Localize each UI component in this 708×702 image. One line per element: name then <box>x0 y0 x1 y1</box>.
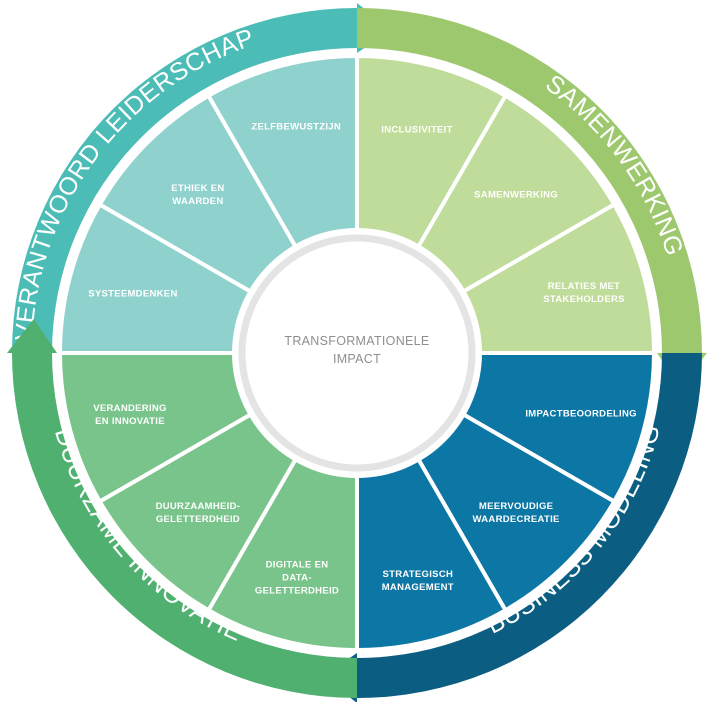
segment-label-samenwerking-line-1: SAMENWERKING <box>474 189 558 200</box>
ring-band-duurzame-innovatie <box>7 319 357 698</box>
center-circle: TRANSFORMATIONELE IMPACT <box>232 228 482 478</box>
inner-segments: SYSTEEMDENKEN ETHIEK EN WAARDEN ZELFBEWUSTZ… <box>58 54 656 652</box>
segment-label-digitale-en-data-geletterdheid-line-1: DIGITALE EN <box>266 560 329 571</box>
center-circle-inner <box>238 234 476 472</box>
segment-label-inclusiviteit-line-1: INCLUSIVITEIT <box>381 124 452 135</box>
segment-label-digitale-en-data-geletterdheid-line-2: DATA- <box>282 573 312 584</box>
segment-label-systeemdenken-line-1: SYSTEEMDENKEN <box>88 289 177 300</box>
segment-label-relaties-met-stakeholders-line-1: RELATIES MET <box>548 281 621 292</box>
ring-band-samenwerking <box>357 8 707 387</box>
segment-label-strategisch-management-line-1: STRATEGISCH <box>382 569 453 580</box>
segment-label-meervoudige-waardecreatie-line-2: WAARDECREATIE <box>473 514 560 525</box>
segment-label-duurzaamheid-geletterdheid-line-2: GELETTERDHEID <box>156 514 240 525</box>
segment-label-duurzaamheid-geletterdheid-line-1: DUURZAAMHEID- <box>156 501 241 512</box>
segment-label-ethiek-en-waarden-line-1: ETHIEK EN <box>171 183 224 194</box>
segment-label-digitale-en-data-geletterdheid-line-3: GELETTERDHEID <box>255 586 339 597</box>
segment-label-relaties-met-stakeholders-line-2: STAKEHOLDERS <box>543 294 625 305</box>
ring-band-business-modeling <box>323 353 702 702</box>
segment-label-verandering-en-innovatie-line-2: EN INNOVATIE <box>95 416 165 427</box>
segment-label-strategisch-management-line-2: MANAGEMENT <box>382 582 454 593</box>
segment-label-verandering-en-innovatie-line-1: VERANDERING <box>93 403 167 414</box>
center-label-line-2: IMPACT <box>333 352 381 366</box>
segment-label-ethiek-en-waarden-line-2: WAARDEN <box>172 196 223 207</box>
ring-band-verantwoord-leiderschap <box>12 3 391 353</box>
segment-label-zelfbewustzijn-line-1: ZELFBEWUSTZIJN <box>251 122 341 133</box>
segment-label-impactbeoordeling-line-1: IMPACTBEOORDELING <box>525 409 637 420</box>
center-label-line-1: TRANSFORMATIONELE <box>284 334 429 348</box>
segment-label-meervoudige-waardecreatie-line-1: MEERVOUDIGE <box>479 501 553 512</box>
